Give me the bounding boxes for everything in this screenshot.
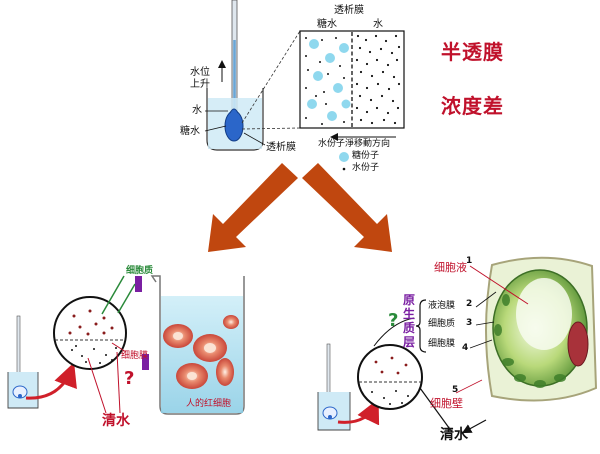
right-cytoplasm-label: 细胞质 [428,319,456,329]
protoplast-char-2: 生 [403,307,416,321]
purple-tag-top [135,276,142,292]
left-panel [7,275,245,415]
nucleus [567,321,589,367]
protoplast-char-3: 质 [403,321,416,335]
membrane-side-label: 透析膜 [266,142,296,153]
cell-wall-label: 细胞壁 [430,397,463,410]
concept-semipermeable: 半透膜 [441,40,504,64]
left-cell-membrane-label: 细胞膜 [121,351,149,361]
membrane-title: 透析膜 [334,5,364,16]
sugar-molecules [307,39,351,121]
line-4 [469,339,493,349]
rbc-beaker [150,275,245,415]
vacuole [516,278,572,350]
line-5 [455,379,483,394]
cell-sap-label: 细胞液 [434,261,467,274]
legend-water: 水份子 [352,163,380,173]
left-clean-water: 清水 [102,413,130,429]
chloroplasts [494,294,566,388]
sugar-water-col-label: 糖水 [317,19,337,30]
red-blood-cells [163,315,239,389]
left-question-mark: ? [124,368,135,389]
osmosis-apparatus [204,0,405,171]
num-4: 4 [462,343,469,353]
right-question-mark: ? [388,310,399,331]
num-5: 5 [452,385,459,395]
protoplast-char-4: 层 [403,335,416,349]
num-1: 1 [466,256,473,266]
line-1 [469,265,529,305]
top-beaker [206,88,264,151]
water-label: 水 [192,105,202,116]
concept-concentration: 浓度差 [441,94,504,118]
line-2 [475,291,497,308]
protoplast-bracket [415,299,427,353]
rbc-label: 人的红细胞 [186,399,232,409]
legend-sugar: 糖份子 [352,151,380,161]
vacuole-membrane-label: 液泡膜 [428,301,456,311]
protoplast-char-1: 原 [403,293,416,307]
line-3 [475,321,495,326]
water-col-label: 水 [373,19,383,30]
num-2: 2 [466,299,473,309]
arrow-left [208,163,298,252]
right-zoom-circle [357,344,423,410]
sugar-water-label: 糖水 [180,126,200,137]
water-rise-1: 水位 [190,67,210,78]
split-arrows [208,163,392,252]
left-zoom-circle [53,296,127,370]
capillary-water-column [233,40,236,118]
dialysis-bag [224,110,244,142]
water-molecules-right [355,34,401,125]
water-molecules-left [305,37,345,125]
num-3: 3 [466,318,473,328]
legend-water-swatch [342,167,346,171]
net-flow-label: 水份子淨移動方向 [318,139,391,149]
right-panel [317,256,598,434]
left-cytoplasm-label: 细胞质 [126,266,154,276]
arrow-right [302,163,392,252]
right-cell-membrane-label: 细胞膜 [428,339,456,349]
legend-sugar-swatch [339,152,349,162]
water-rise-2: 上升 [190,79,210,90]
right-clean-water: 清水 [440,427,468,443]
purple-tag-bottom [142,354,149,370]
